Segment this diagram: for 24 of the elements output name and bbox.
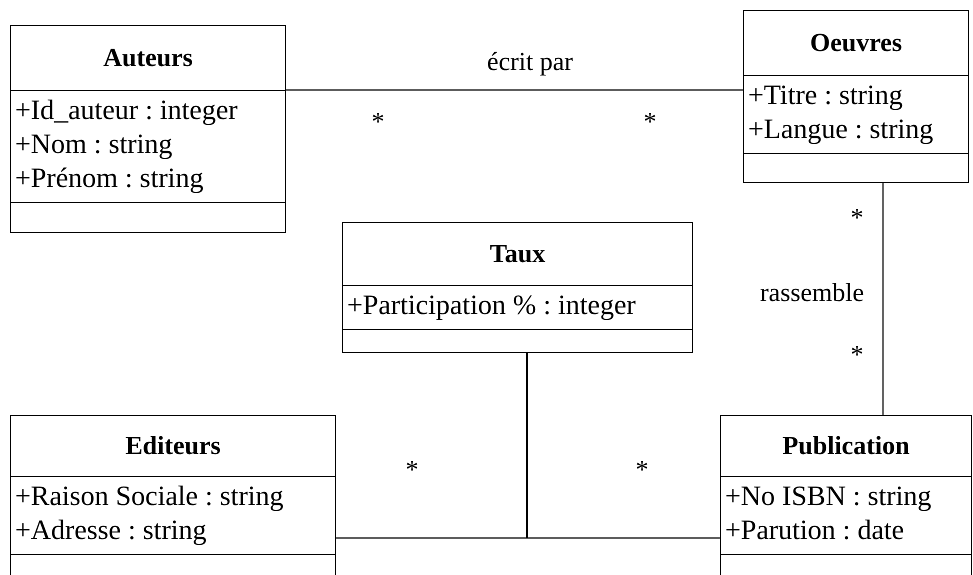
class-name: Oeuvres: [810, 28, 902, 58]
attribute-text: +No ISBN : string: [725, 480, 932, 514]
class-name: Taux: [490, 239, 546, 269]
attribute-text: +Participation % : integer: [347, 289, 637, 323]
association-line: [882, 183, 884, 415]
attribute-text: +Adresse : string: [15, 514, 208, 548]
attribute-text: +Nom : string: [15, 128, 174, 162]
attribute-text: +Id_auteur : integer: [15, 94, 239, 128]
association-line: [286, 89, 743, 91]
class-box: [10, 25, 286, 233]
attribute-text: +Parution : date: [725, 514, 906, 548]
class-box: [743, 10, 969, 183]
class-box: [342, 222, 693, 353]
association-line: [336, 537, 720, 539]
class-name: Auteurs: [103, 43, 193, 73]
class-box: [10, 415, 336, 575]
attribute-text: +Titre : string: [748, 79, 904, 113]
attribute-text: +Raison Sociale : string: [15, 480, 285, 514]
class-box: [720, 415, 972, 575]
class-name: Publication: [782, 431, 910, 461]
class-name: Editeurs: [125, 431, 221, 461]
attribute-text: +Langue : string: [748, 113, 934, 147]
association-line: [526, 353, 528, 538]
attribute-text: +Prénom : string: [15, 162, 204, 196]
